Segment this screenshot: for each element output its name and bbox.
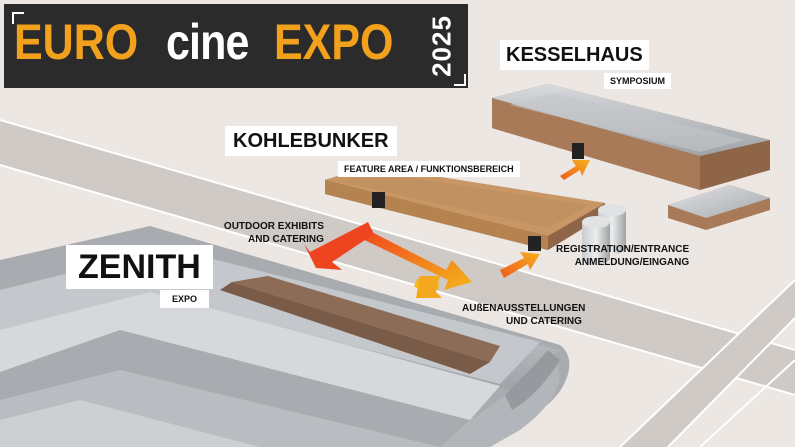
arrow-icon	[304, 222, 374, 270]
arrow-icon	[414, 276, 442, 298]
aussenausstellungen-line-1: AUßENAUSSTELLUNGEN	[462, 303, 586, 314]
logo-word-euro: EURO	[14, 14, 139, 70]
outdoor-exhibits-annotation-de: AUßENAUSSTELLUNGEN UND CATERING	[462, 302, 585, 328]
logo-corner-mark	[454, 74, 466, 86]
entrance-door-icon	[372, 192, 385, 208]
eurocine-expo-logo[interactable]: EURO cine EXPO 2025	[4, 4, 468, 88]
zenith-label[interactable]: ZENITH	[66, 245, 213, 289]
arrow-icon	[500, 252, 540, 278]
kohlebunker-label[interactable]: KOHLEBUNKER	[225, 126, 397, 156]
kesselhaus-building	[492, 84, 770, 230]
entrance-door-icon	[572, 143, 584, 159]
zenith-subtitle: EXPO	[160, 290, 210, 308]
logo-corner-mark	[12, 12, 24, 24]
arrow-icon	[560, 160, 590, 180]
kesselhaus-subtitle: SYMPOSIUM	[604, 73, 672, 89]
outdoor-exhibits-annotation-en: OUTDOOR EXHIBITS AND CATERING	[196, 220, 324, 246]
silo-icon	[582, 204, 626, 264]
logo-word-cine: cine	[166, 14, 249, 70]
logo-year-container: 2025	[424, 10, 460, 82]
logo-word-expo: EXPO	[274, 14, 394, 70]
registration-line-en: REGISTRATION/ENTRANCE	[556, 244, 690, 255]
outdoor-exhibits-line-1: OUTDOOR EXHIBITS	[223, 221, 324, 232]
entrance-door-icon	[528, 236, 541, 251]
outdoor-exhibits-line-2: AND CATERING	[248, 234, 324, 245]
kohlebunker-subtitle: FEATURE AREA / FUNKTIONSBEREICH	[338, 161, 520, 177]
logo-year: 2025	[426, 15, 457, 77]
arrow-icon	[356, 226, 472, 290]
registration-line-de: ANMELDUNG/EINGANG	[574, 257, 690, 268]
registration-annotation: REGISTRATION/ENTRANCE ANMELDUNG/EINGANG	[556, 243, 689, 269]
road-network	[0, 119, 795, 447]
kesselhaus-label[interactable]: KESSELHAUS	[500, 40, 649, 70]
aussenausstellungen-line-2: UND CATERING	[506, 316, 582, 327]
